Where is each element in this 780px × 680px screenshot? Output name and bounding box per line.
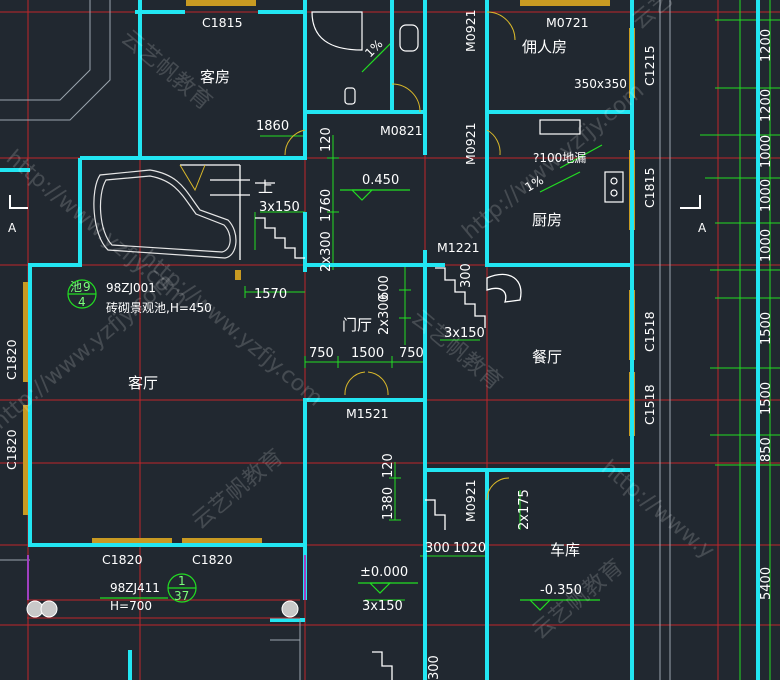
room-label-foyer: 门厅 <box>342 316 372 334</box>
pond-ref-top: 9 <box>83 280 91 294</box>
pond-description: 砖砌景观池,H=450 <box>106 300 212 315</box>
window-code: C1815 <box>642 167 657 208</box>
room-label-maid: 佣人房 <box>522 38 567 56</box>
section-label-left: A <box>8 221 17 235</box>
dimension-text: 120 <box>319 127 334 152</box>
door-swings <box>179 11 516 501</box>
dimension-text: 1200 <box>759 29 774 62</box>
door-code: M1221 <box>437 240 480 255</box>
dimension-text: 300 <box>425 541 450 556</box>
room-labels: 客房 佣人房 厨房 门厅 餐厅 客厅 车库 <box>128 38 580 559</box>
dimension-text: 1020 <box>453 541 486 556</box>
window-code: C1518 <box>642 311 657 352</box>
detail-index-symbols <box>67 279 197 603</box>
dimension-text: 1200 <box>759 89 774 122</box>
outline-lines <box>0 0 671 680</box>
dimension-text: 1000 <box>759 135 774 168</box>
step-ref-top: 1 <box>178 574 186 588</box>
dimension-text: 1570 <box>254 287 287 302</box>
dimension-text: 750 <box>309 346 334 361</box>
floor-drain-label: ?100地漏 <box>533 151 586 165</box>
dimension-text: 1380 <box>381 487 396 520</box>
dimension-text: 1500 <box>759 312 774 345</box>
dimension-text: 1760 <box>319 189 334 222</box>
pond-ref-prefix: 池 <box>70 280 82 294</box>
opening-codes: C1815 M0721 M0921 C1215 M0821 M0921 C181… <box>4 9 657 567</box>
level-label: ±0.000 <box>360 565 408 580</box>
dimension-text: 3x150 <box>259 200 300 215</box>
stair-up-label: 上 <box>258 178 273 196</box>
window-code: C1820 <box>192 552 233 567</box>
dimension-lines <box>244 0 780 680</box>
room-label-dining: 餐厅 <box>532 348 562 366</box>
landscape-pond <box>93 169 237 259</box>
room-label-kitchen: 厨房 <box>532 211 562 229</box>
room-label-living: 客厅 <box>128 374 158 392</box>
vent-size-label: 350x350 <box>574 77 627 91</box>
window-code: C1820 <box>4 429 19 470</box>
dimension-text: 850 <box>759 437 774 462</box>
dimension-text: 2x300 <box>319 231 334 272</box>
dimension-text: 3x150 <box>362 599 403 614</box>
dimension-text: 2x175 <box>517 489 532 530</box>
walls <box>0 0 760 680</box>
window-code: C1518 <box>642 384 657 425</box>
watermark-text: http://www.y <box>596 455 719 564</box>
slope-label: 1% <box>362 37 385 60</box>
dimension-text: 300 <box>427 655 442 680</box>
door-code: M1521 <box>346 406 389 421</box>
level-marks <box>340 41 603 611</box>
door-code: M0921 <box>463 9 478 52</box>
step-standard-label: 98ZJ411 <box>110 581 160 595</box>
door-code: M0921 <box>463 122 478 165</box>
outdoor-edge <box>27 555 306 600</box>
level-label: 0.450 <box>362 173 399 188</box>
door-code: M0921 <box>463 479 478 522</box>
section-marks <box>9 195 701 209</box>
window-code: C1215 <box>642 45 657 86</box>
pond-ref-bottom: 4 <box>78 295 86 309</box>
window-code: C1815 <box>202 15 243 30</box>
dimension-text: 2x300 <box>377 294 392 335</box>
step-ref-bottom: 37 <box>174 589 189 603</box>
watermark-text: 云艺帆教育 <box>188 445 288 535</box>
level-label: -0.350 <box>540 583 582 598</box>
dimension-texts: 1860 120 1760 2x300 3x150 1570 300 2x300… <box>254 29 774 680</box>
dimension-text: 1000 <box>759 229 774 262</box>
dimension-text: 1860 <box>256 119 289 134</box>
dimension-text: 1000 <box>759 179 774 212</box>
room-label-guest: 客房 <box>200 68 230 86</box>
step-height-label: H=700 <box>110 599 152 613</box>
dimension-text: 1500 <box>759 382 774 415</box>
dimension-text: 5400 <box>759 567 774 600</box>
dimension-text: 120 <box>381 453 396 478</box>
pond-standard-label: 98ZJ001 <box>106 281 156 295</box>
door-code: M0821 <box>380 123 423 138</box>
dimension-text: 750 <box>399 346 424 361</box>
door-code: M0721 <box>546 15 589 30</box>
section-label-right: A <box>698 221 707 235</box>
dimension-text: 1500 <box>351 346 384 361</box>
watermark-text: 云艺帆教育 <box>628 0 728 35</box>
annotations: 350x350 ?100地漏 1% 1% 上 0.450 ±0.000 -0.3… <box>8 37 707 613</box>
window-code: C1820 <box>102 552 143 567</box>
window-code: C1820 <box>4 339 19 380</box>
bath-fixtures <box>311 11 624 203</box>
watermark-text: http://www.yzfjy.com <box>136 245 327 411</box>
dimension-text: 3x150 <box>444 326 485 341</box>
room-label-garage: 车库 <box>550 541 580 559</box>
stairs <box>180 164 522 680</box>
dimension-text: 300 <box>459 263 474 288</box>
bollards <box>26 599 300 619</box>
dimension-text: 600 <box>377 275 392 300</box>
